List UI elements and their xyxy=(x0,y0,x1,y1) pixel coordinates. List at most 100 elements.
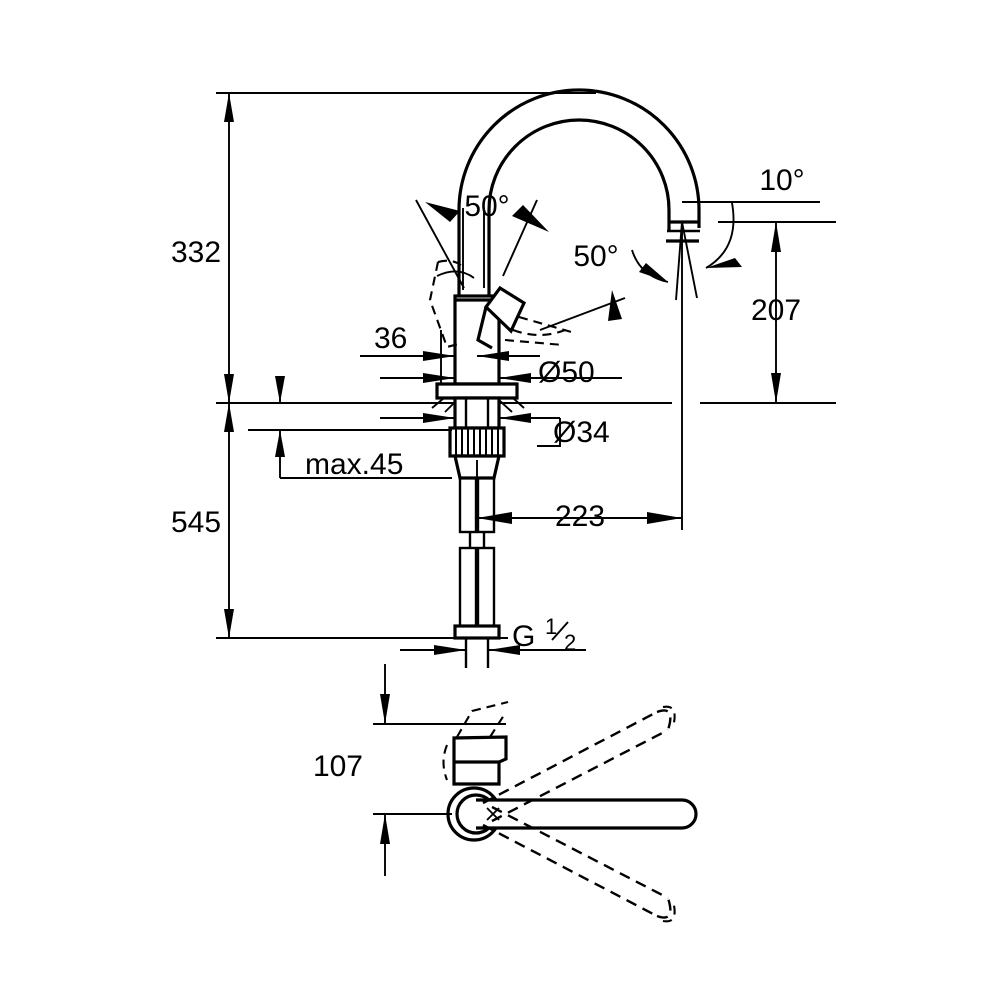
spout-arc xyxy=(457,88,701,300)
dim-d34-arrow-right xyxy=(499,413,531,423)
dim-545-arrow-bottom xyxy=(224,609,234,638)
dim-545-arrow-top xyxy=(224,403,234,432)
dim-g-arrow-right xyxy=(488,645,520,655)
dimension-545: 545 xyxy=(171,403,234,638)
flexible-hoses xyxy=(453,476,501,668)
dimension-g-half: G 1 2 xyxy=(400,614,586,655)
lever-left-dashed-cap xyxy=(437,259,463,267)
angle-50-left-leader xyxy=(415,199,465,289)
dim-36-arrow xyxy=(423,351,455,361)
dim-d50-arrow-left xyxy=(477,351,509,361)
angle-10-arc-right xyxy=(705,202,735,269)
dim-107-label: 107 xyxy=(313,750,363,783)
lever-swing-dash-upper xyxy=(518,315,576,335)
hose-upper-left xyxy=(458,476,478,534)
plan-handle-dash-upper xyxy=(456,700,509,738)
dim-223-arrow-left xyxy=(477,512,512,524)
hose-end-fitting xyxy=(453,624,501,640)
angle-50-right-arrow-a xyxy=(512,205,549,232)
plan-handle-dash-left xyxy=(442,744,448,781)
angle-50-right: 50° xyxy=(502,199,626,331)
lever-handle-elevation xyxy=(428,259,576,350)
plan-handle-dash-upper2 xyxy=(489,711,507,738)
dim-d50-label: Ø50 xyxy=(538,356,595,389)
extension-lines xyxy=(476,201,836,530)
plan-arm-up-cap xyxy=(656,709,672,731)
plan-arm-dn-cap xyxy=(656,897,672,919)
dim-107-arrow-bottom xyxy=(380,814,390,844)
deck-chamfer-ticks xyxy=(431,397,525,413)
dim-g-denominator: 2 xyxy=(564,630,576,655)
dim-max45-label: max.45 xyxy=(305,448,403,481)
shank-body xyxy=(453,396,501,430)
base-flange xyxy=(435,382,519,400)
hose-upper-right xyxy=(476,476,496,534)
spout-inner-profile xyxy=(487,118,671,300)
dim-g-fraction-bar xyxy=(551,621,569,641)
angle-10-ref-b xyxy=(681,221,698,299)
reference-lines xyxy=(216,92,672,639)
dim-207-arrow-bottom xyxy=(771,373,781,403)
angle-10-label: 10° xyxy=(759,164,804,197)
dim-d34-leader xyxy=(537,418,561,447)
dim-545-label: 545 xyxy=(171,506,221,539)
dim-332-arrow-top xyxy=(224,93,234,122)
dimension-223: 223 xyxy=(477,500,682,533)
angle-50-left-label: 50° xyxy=(464,190,509,223)
plan-arm-up-edge-b xyxy=(491,728,669,823)
angle-10deg: 10° xyxy=(631,164,805,301)
angle-50-right-leader-a xyxy=(502,199,538,277)
knurled-nut xyxy=(448,426,506,458)
dim-d34-arrow-left xyxy=(423,413,455,423)
dim-207-arrow-top xyxy=(771,222,781,252)
angle-10-arrow-left xyxy=(639,263,668,282)
dim-d50-arrow-deck-right xyxy=(499,373,531,383)
angle-10-arc-left xyxy=(631,249,669,283)
lever-body xyxy=(483,285,527,334)
dim-d34-label: Ø34 xyxy=(553,416,610,449)
spout-outer-profile xyxy=(457,88,701,300)
lever-swing-dash-lower xyxy=(504,338,564,347)
angle-50-left-arc xyxy=(436,270,475,279)
angle-50-left-arrow xyxy=(425,202,460,222)
dimension-107: 107 xyxy=(313,664,506,876)
plan-arm-up-cap2 xyxy=(662,705,676,728)
angle-50-right-arrow-b xyxy=(608,290,622,321)
angle-50-left: 50° xyxy=(415,190,510,290)
dim-223-arrow-right xyxy=(647,512,682,524)
dim-g-arrow-left xyxy=(434,645,466,655)
dim-36-label: 36 xyxy=(374,322,407,355)
plan-arm-dn-edge-b xyxy=(491,805,669,900)
lever-plan-view xyxy=(442,700,698,923)
dim-g-numerator: 1 xyxy=(545,614,557,639)
plan-lever-arm xyxy=(476,798,698,830)
dim-d50-arrow-deck-left xyxy=(423,373,455,383)
plan-arm-dn-cap2 xyxy=(662,900,676,923)
lever-left-dashed-outline xyxy=(428,261,463,349)
dim-332-label: 332 xyxy=(171,236,221,269)
dimension-332: 332 xyxy=(171,93,234,403)
plan-lever-arm-down-dashed xyxy=(482,805,676,923)
lever-swing-arc-right xyxy=(512,329,566,337)
hose-lower-right xyxy=(476,546,496,628)
dimension-d50: Ø50 xyxy=(380,351,622,389)
dim-max45-arrow-up xyxy=(275,430,285,457)
plan-arm-up-edge-a xyxy=(482,710,658,805)
dim-332-arrow-bottom xyxy=(224,374,234,403)
knurl-teeth xyxy=(455,428,499,456)
dimension-207: 207 xyxy=(751,222,801,403)
angle-10-arrow-right xyxy=(706,258,742,268)
hose-lower-left xyxy=(458,546,478,628)
dimension-36: 36 xyxy=(360,322,455,384)
plan-lever-arm-up-dashed xyxy=(482,705,676,823)
dim-107-arrow-top xyxy=(380,694,390,724)
dim-223-label: 223 xyxy=(555,500,605,533)
dim-207-label: 207 xyxy=(751,294,801,327)
plan-arm-dn-edge-a xyxy=(482,823,658,918)
mounting-shank xyxy=(448,396,506,480)
dim-max45-arrow-down xyxy=(275,376,285,403)
dimension-d34: Ø34 xyxy=(380,413,610,449)
lever-neck xyxy=(476,306,493,350)
